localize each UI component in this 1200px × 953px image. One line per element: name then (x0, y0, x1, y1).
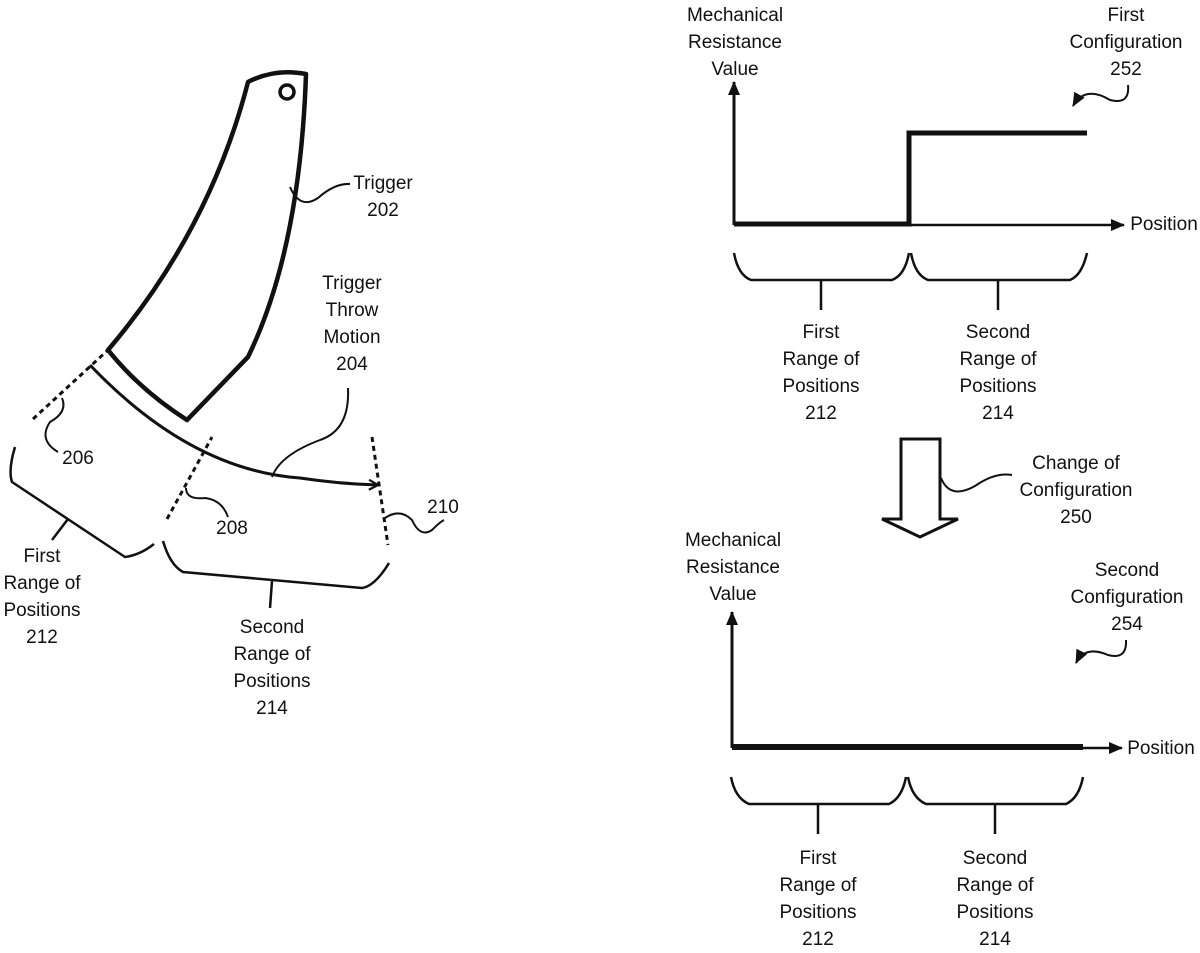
leader-208 (186, 488, 228, 517)
trigger-throw-arc (90, 365, 378, 485)
first-config-leader-arrow (1073, 85, 1128, 106)
throw-motion-line-2: Throw (322, 297, 381, 324)
bottom-first-range-label: First Range of Positions 212 (779, 845, 856, 953)
throw-motion-line-1: Trigger (322, 270, 381, 297)
top-first-range-line-1: First (782, 319, 859, 346)
second-range-brace-left (163, 541, 389, 588)
boundary-210-label: 210 (427, 494, 459, 521)
top-first-range-line-2: Range of (782, 346, 859, 373)
bottom-first-range-ref: 212 (779, 926, 856, 953)
bottom-first-range-line-1: First (779, 845, 856, 872)
trigger-leader (290, 184, 350, 202)
top-graph (734, 82, 1128, 310)
bottom-x-axis-label: Position (1127, 735, 1195, 762)
change-of-configuration-label: Change of Configuration 250 (1019, 450, 1132, 531)
left-second-range-ref: 214 (233, 695, 310, 722)
top-second-range-line-2: Range of (959, 346, 1036, 373)
throw-motion-ref: 204 (322, 351, 381, 378)
left-first-range-label: First Range of Positions 212 (3, 543, 80, 651)
bottom-second-range-line-1: Second (956, 845, 1033, 872)
first-configuration-line-1: First (1069, 2, 1182, 29)
boundary-210-line (372, 437, 388, 545)
bottom-y-axis-label: Mechanical Resistance Value (685, 527, 781, 608)
second-configuration-line-2: Configuration (1070, 584, 1183, 611)
first-range-brace-stem (52, 519, 68, 540)
throw-motion-leader (272, 388, 348, 477)
trigger-ref: 202 (353, 197, 412, 224)
boundary-208-label: 208 (216, 515, 248, 542)
top-second-range-ref: 214 (959, 400, 1036, 427)
top-resistance-step-line (734, 133, 1087, 224)
throw-motion-line-3: Motion (322, 324, 381, 351)
left-second-range-line-3: Positions (233, 668, 310, 695)
bottom-second-range-line-3: Positions (956, 899, 1033, 926)
bottom-y-axis-line-3: Value (685, 581, 781, 608)
top-second-range-label: Second Range of Positions 214 (959, 319, 1036, 427)
change-line-1: Change of (1019, 450, 1132, 477)
bottom-first-range-brace (731, 777, 906, 804)
trigger-label: Trigger 202 (353, 170, 412, 224)
left-second-range-line-1: Second (233, 614, 310, 641)
change-line-2: Configuration (1019, 477, 1132, 504)
top-y-axis-line-2: Resistance (687, 29, 783, 56)
second-configuration-line-1: Second (1070, 557, 1183, 584)
bottom-second-range-label: Second Range of Positions 214 (956, 845, 1033, 953)
bottom-y-axis-line-1: Mechanical (685, 527, 781, 554)
left-first-range-ref: 212 (3, 624, 80, 651)
left-second-range-label: Second Range of Positions 214 (233, 614, 310, 722)
second-configuration-label: Second Configuration 254 (1070, 557, 1183, 638)
top-y-axis-line-1: Mechanical (687, 2, 783, 29)
bottom-graph (731, 612, 1126, 834)
first-configuration-line-2: Configuration (1069, 29, 1182, 56)
change-ref: 250 (1019, 504, 1132, 531)
top-first-range-label: First Range of Positions 212 (782, 319, 859, 427)
trigger-body (108, 72, 306, 420)
left-first-range-line-1: First (3, 543, 80, 570)
bottom-second-range-ref: 214 (956, 926, 1033, 953)
top-first-range-brace (734, 253, 909, 280)
left-second-range-line-2: Range of (233, 641, 310, 668)
trigger-pivot-hole (280, 85, 294, 99)
bottom-first-range-line-3: Positions (779, 899, 856, 926)
top-second-range-line-1: Second (959, 319, 1036, 346)
top-second-range-line-3: Positions (959, 373, 1036, 400)
first-configuration-ref: 252 (1069, 56, 1182, 83)
top-second-range-brace (911, 253, 1087, 280)
change-of-configuration-leader (941, 474, 1012, 491)
boundary-206-line (33, 350, 108, 419)
top-first-range-line-3: Positions (782, 373, 859, 400)
boundary-208-line (167, 437, 212, 519)
top-x-axis-label: Position (1130, 211, 1198, 238)
second-configuration-ref: 254 (1070, 611, 1183, 638)
bottom-second-range-line-2: Range of (956, 872, 1033, 899)
bottom-first-range-line-2: Range of (779, 872, 856, 899)
top-y-axis-label: Mechanical Resistance Value (687, 2, 783, 83)
top-y-axis-line-3: Value (687, 56, 783, 83)
first-configuration-label: First Configuration 252 (1069, 2, 1182, 83)
left-first-range-line-3: Positions (3, 597, 80, 624)
bottom-second-range-brace (908, 777, 1083, 804)
left-first-range-line-2: Range of (3, 570, 80, 597)
trigger-name: Trigger (353, 170, 412, 197)
boundary-206-label: 206 (62, 445, 94, 472)
second-range-brace-stem (270, 581, 272, 608)
bottom-y-axis-line-2: Resistance (685, 554, 781, 581)
second-config-leader-arrow (1076, 640, 1126, 663)
throw-motion-label: Trigger Throw Motion 204 (322, 270, 381, 378)
top-first-range-ref: 212 (782, 400, 859, 427)
